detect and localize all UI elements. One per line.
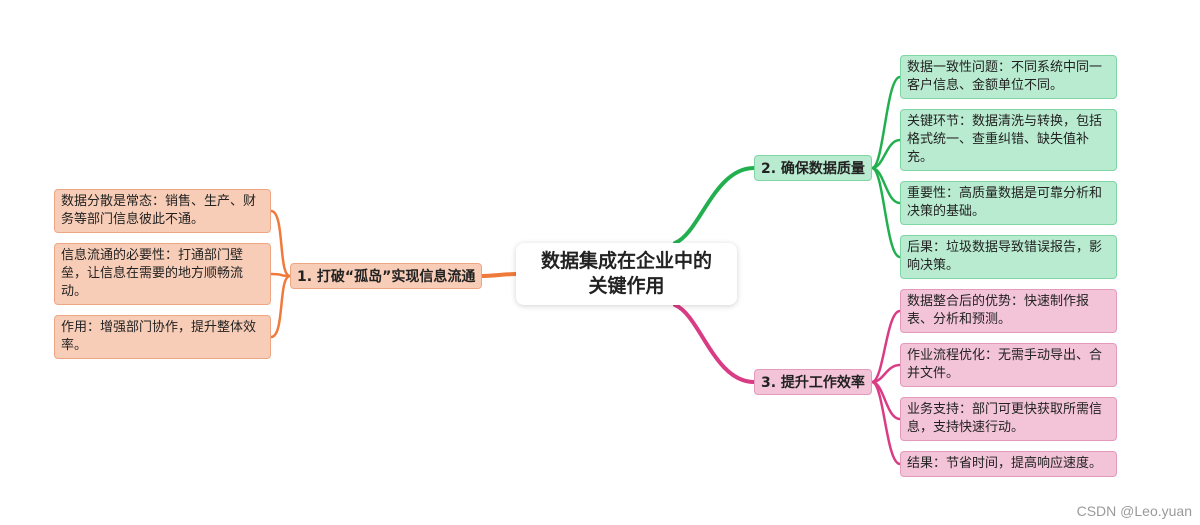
connector-branch2-leaf-1: [870, 75, 902, 170]
connector-branch3-leaf-1: [870, 309, 902, 384]
connector-branch2-leaf-4: [870, 166, 902, 259]
branch3-leaf-1[interactable]: 数据整合后的优势：快速制作报表、分析和预测。: [900, 289, 1117, 333]
connector-branch1-leaf-3: [269, 274, 292, 339]
branch-break-silos[interactable]: 1. 打破“孤岛”实现信息流通: [290, 263, 483, 289]
connector-branch3-leaf-4: [870, 380, 902, 466]
branch1-leaf-2[interactable]: 信息流通的必要性：打通部门壁垒，让信息在需要的地方顺畅流动。: [54, 243, 271, 305]
central-topic-line1: 数据集成在企业中的: [540, 250, 712, 272]
connector-branch1-leaf-1: [269, 209, 292, 278]
branch2-leaf-3[interactable]: 重要性：高质量数据是可靠分析和决策的基础。: [900, 181, 1117, 225]
branch-work-efficiency[interactable]: 3. 提升工作效率: [754, 369, 872, 395]
branch2-leaf-4[interactable]: 后果：垃圾数据导致错误报告，影响决策。: [900, 235, 1117, 279]
branch3-leaf-4[interactable]: 结果：节省时间，提高响应速度。: [900, 451, 1117, 477]
branch2-leaf-2[interactable]: 关键环节：数据清洗与转换，包括格式统一、查重纠错、缺失值补充。: [900, 109, 1117, 171]
central-topic-line2: 关键作用: [588, 275, 665, 297]
central-topic[interactable]: 数据集成在企业中的 关键作用: [516, 243, 737, 305]
branch1-leaf-1[interactable]: 数据分散是常态：销售、生产、财务等部门信息彼此不通。: [54, 189, 271, 233]
branch2-leaf-1[interactable]: 数据一致性问题：不同系统中同一客户信息、金额单位不同。: [900, 55, 1117, 99]
branch1-leaf-3[interactable]: 作用：增强部门协作，提升整体效率。: [54, 315, 271, 359]
branch3-leaf-2[interactable]: 作业流程优化：无需手动导出、合并文件。: [900, 343, 1117, 387]
branch-data-quality[interactable]: 2. 确保数据质量: [754, 155, 872, 181]
connector-branch-1: [480, 272, 518, 278]
watermark: CSDN @Leo.yuan: [1076, 503, 1192, 519]
connector-branch-3: [673, 303, 756, 384]
connector-branch-2: [673, 166, 756, 245]
connector-branch2-leaf-2: [870, 138, 902, 170]
branch3-leaf-3[interactable]: 业务支持：部门可更快获取所需信息，支持快速行动。: [900, 397, 1117, 441]
